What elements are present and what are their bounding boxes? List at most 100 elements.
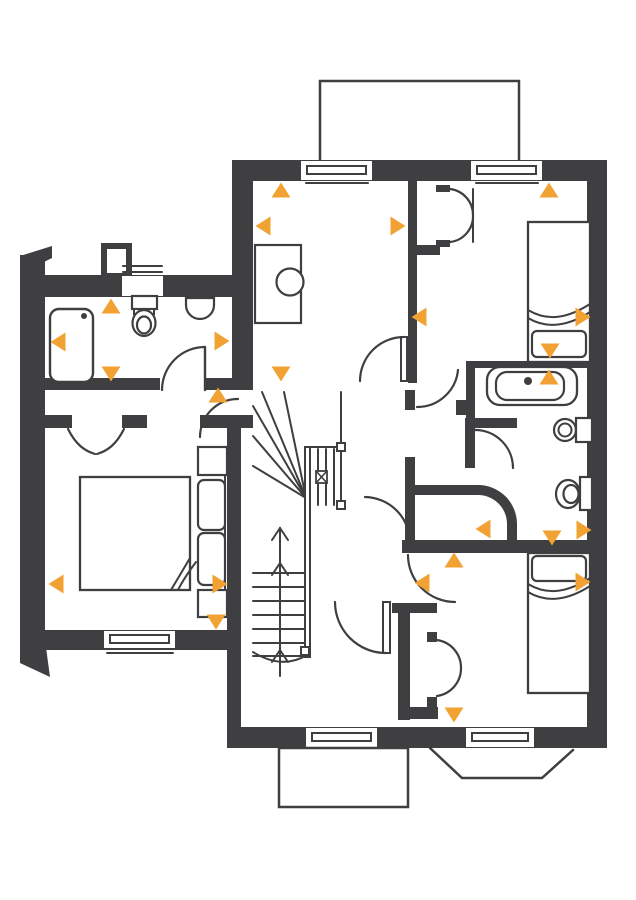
bed-single-1-fold [527, 303, 591, 319]
wall-bed2-north-a [45, 415, 63, 428]
wall-closet1-stub-b [436, 240, 450, 247]
door-arc [406, 553, 457, 604]
wall-closet3-south [398, 707, 438, 719]
door-leaf [400, 336, 408, 382]
wall-bath-west [466, 361, 475, 418]
wall-divider-stub [405, 390, 415, 410]
toilet-cistern [130, 294, 159, 311]
toilet2-cistern [578, 475, 594, 512]
viewpoint-marker-up[interactable] [208, 387, 228, 403]
walkline-arrow [271, 561, 289, 576]
door-leaf [382, 601, 391, 654]
bed-double-fold [177, 561, 197, 591]
wall-closet3-stub-b [427, 697, 437, 707]
closet-door-arc [435, 666, 463, 698]
viewpoint-marker-left[interactable] [414, 573, 430, 593]
wall-closet1-stub-a [436, 185, 450, 192]
wall-bathroom-south-b [205, 378, 253, 390]
viewpoint-marker-left[interactable] [411, 307, 427, 327]
pillow [196, 531, 227, 587]
closet-door-arc [448, 187, 475, 217]
viewpoint-marker-down[interactable] [271, 366, 291, 382]
chimney-cap-top [20, 246, 52, 274]
wall-top [232, 160, 607, 181]
basin-round-bowl [552, 417, 578, 443]
stair-winder [252, 405, 307, 499]
bed-double [78, 475, 192, 592]
stool [275, 267, 305, 297]
viewpoint-marker-right[interactable] [390, 216, 406, 236]
french-door-arc [66, 427, 97, 456]
window-bottom-2-bar [471, 732, 529, 742]
viewpoint-marker-up[interactable] [539, 182, 559, 198]
viewpoint-marker-up[interactable] [271, 182, 291, 198]
wall-closet1-south [408, 245, 440, 255]
basin-round-inner [557, 422, 573, 438]
dormer-outline [318, 79, 521, 162]
closet-door-arc [435, 638, 463, 670]
walkline-arrow [271, 526, 289, 541]
viewpoint-marker-down[interactable] [444, 707, 464, 723]
viewpoint-marker-left[interactable] [48, 574, 64, 594]
viewpoint-marker-up[interactable] [101, 298, 121, 314]
newel-post [300, 646, 310, 656]
viewpoint-marker-down[interactable] [101, 366, 121, 382]
viewpoint-marker-left[interactable] [475, 519, 491, 539]
toilet-bowl-inner [135, 315, 153, 335]
viewpoint-marker-up[interactable] [539, 369, 559, 385]
wall-closet3-north [392, 603, 437, 613]
porch-outline [277, 746, 410, 809]
viewpoint-marker-right[interactable] [576, 520, 592, 540]
viewpoint-marker-left[interactable] [255, 216, 271, 236]
stair-winder [252, 465, 307, 499]
window-top-2-bar [476, 165, 537, 175]
wall-bath-north [466, 361, 590, 368]
window-annex-south-bar [109, 634, 170, 644]
viewpoint-marker-down[interactable] [542, 530, 562, 546]
french-door-arc [95, 427, 126, 456]
viewpoint-marker-left[interactable] [50, 332, 66, 352]
walkline-arrow [271, 648, 289, 663]
viewpoint-marker-right[interactable] [214, 331, 230, 351]
chimney-cap-bottom [20, 640, 50, 677]
wall-hall-east [465, 418, 475, 468]
door-arc [333, 600, 388, 655]
bedside-table [196, 445, 229, 477]
loft-hatch-x [315, 470, 328, 484]
wall-hall-stub [456, 400, 468, 415]
door-arc [358, 335, 406, 383]
viewpoint-marker-right[interactable] [575, 307, 591, 327]
newel-post [336, 500, 346, 510]
wall-hall-se [475, 418, 517, 428]
viewpoint-marker-down[interactable] [540, 343, 560, 359]
wall-landing-east [405, 457, 415, 553]
wall-closet3-west [398, 610, 410, 720]
door-arc [198, 397, 240, 439]
viewpoint-marker-right[interactable] [212, 574, 228, 594]
window-top-1-bar [306, 165, 367, 175]
wall-closet3-stub-a [427, 632, 437, 642]
stair-winder [252, 435, 307, 499]
bay-window-outline [428, 746, 575, 780]
pillow [530, 554, 588, 583]
wall-hall-curve [478, 485, 517, 524]
door-arc [363, 495, 412, 547]
wall-wc-stub [507, 524, 517, 542]
stair-winder [283, 391, 307, 499]
bedside-table [196, 588, 229, 619]
basin-tap [193, 294, 198, 299]
viewpoint-marker-down[interactable] [206, 614, 226, 630]
wall-right [587, 160, 607, 748]
basin-round [574, 416, 594, 444]
wall-annex-west [20, 255, 45, 655]
bed-single-2-fold [527, 585, 591, 600]
viewpoint-marker-right[interactable] [575, 572, 591, 592]
wall-hall-south [405, 485, 478, 495]
wall-divider-a [408, 181, 417, 245]
closet-door-arc [448, 213, 475, 244]
wall-left-lower [227, 428, 241, 748]
viewpoint-marker-up[interactable] [444, 552, 464, 568]
shower-head [81, 313, 87, 319]
